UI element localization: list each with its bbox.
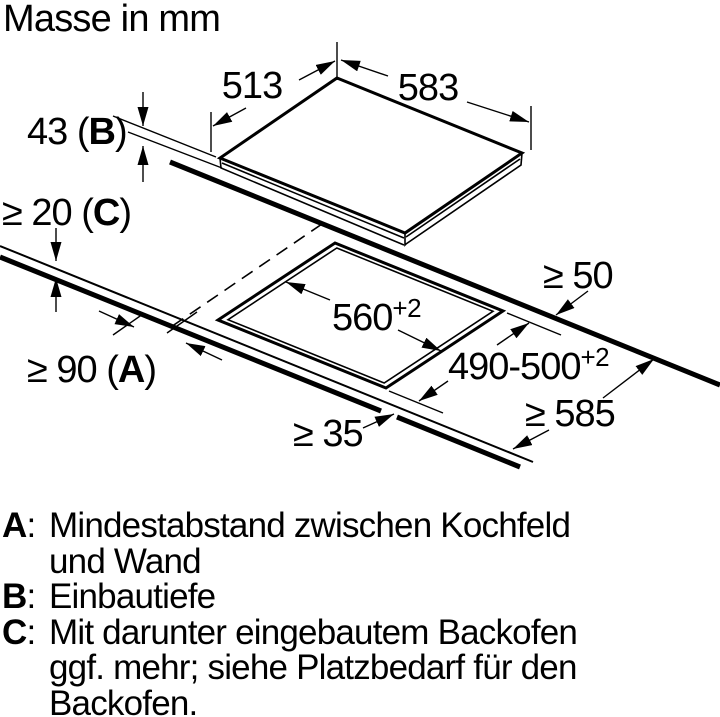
dim-35-label: ≥ 35 xyxy=(293,413,363,455)
dimension-lines xyxy=(50,42,655,450)
legend-item-C: C: Mit darunter eingebautem Backofen ggf… xyxy=(2,612,682,717)
hob-edge-projection-dashed-line xyxy=(167,223,323,330)
legend-text-A-line2: und Wand xyxy=(49,541,202,581)
legend-item-B: B: Einbautiefe xyxy=(2,579,682,615)
dim-90A-label: ≥ 90 (A) xyxy=(27,349,156,391)
legend-text-C-line1: Mit darunter eingebautem Backofen xyxy=(49,612,578,652)
legend-item-A: A: Mindestabstand zwischen Kochfeld und … xyxy=(2,508,682,579)
wall-line xyxy=(169,159,720,388)
worktop-cutout xyxy=(167,223,507,390)
dim-490-500-label: 490-500+2 xyxy=(448,342,609,388)
legend-letter-A: A xyxy=(2,506,27,545)
dim-43B-label: 43 (B) xyxy=(27,111,127,153)
legend-text-A-line1: Mindestabstand zwischen Kochfeld xyxy=(49,506,571,545)
dim-583-label: 583 xyxy=(398,67,458,109)
legend: A: Mindestabstand zwischen Kochfeld und … xyxy=(2,508,682,717)
dim-20C-label: ≥ 20 (C) xyxy=(2,192,131,234)
legend-letter-C: C xyxy=(2,612,27,652)
legend-text-C-line2: ggf. mehr; siehe Platzbedarf für den xyxy=(49,648,577,687)
legend-text-B-line1: Einbautiefe xyxy=(49,577,216,616)
dim-585-label: ≥ 585 xyxy=(525,393,615,435)
dim-560-label: 560+2 xyxy=(332,293,421,339)
worktop-front-edge xyxy=(0,245,534,470)
legend-letter-B: B xyxy=(2,577,27,616)
dim-50-label: ≥ 50 xyxy=(543,255,613,297)
dimension-labels: 513 583 43 (B) ≥ 20 (C) ≥ 50 560+2 490-5… xyxy=(2,65,616,455)
dim-513-label: 513 xyxy=(222,65,282,107)
legend-text-C-line3: Backofen. xyxy=(49,683,198,717)
hob-outline xyxy=(216,76,526,247)
page-title: Masse in mm xyxy=(3,0,221,40)
